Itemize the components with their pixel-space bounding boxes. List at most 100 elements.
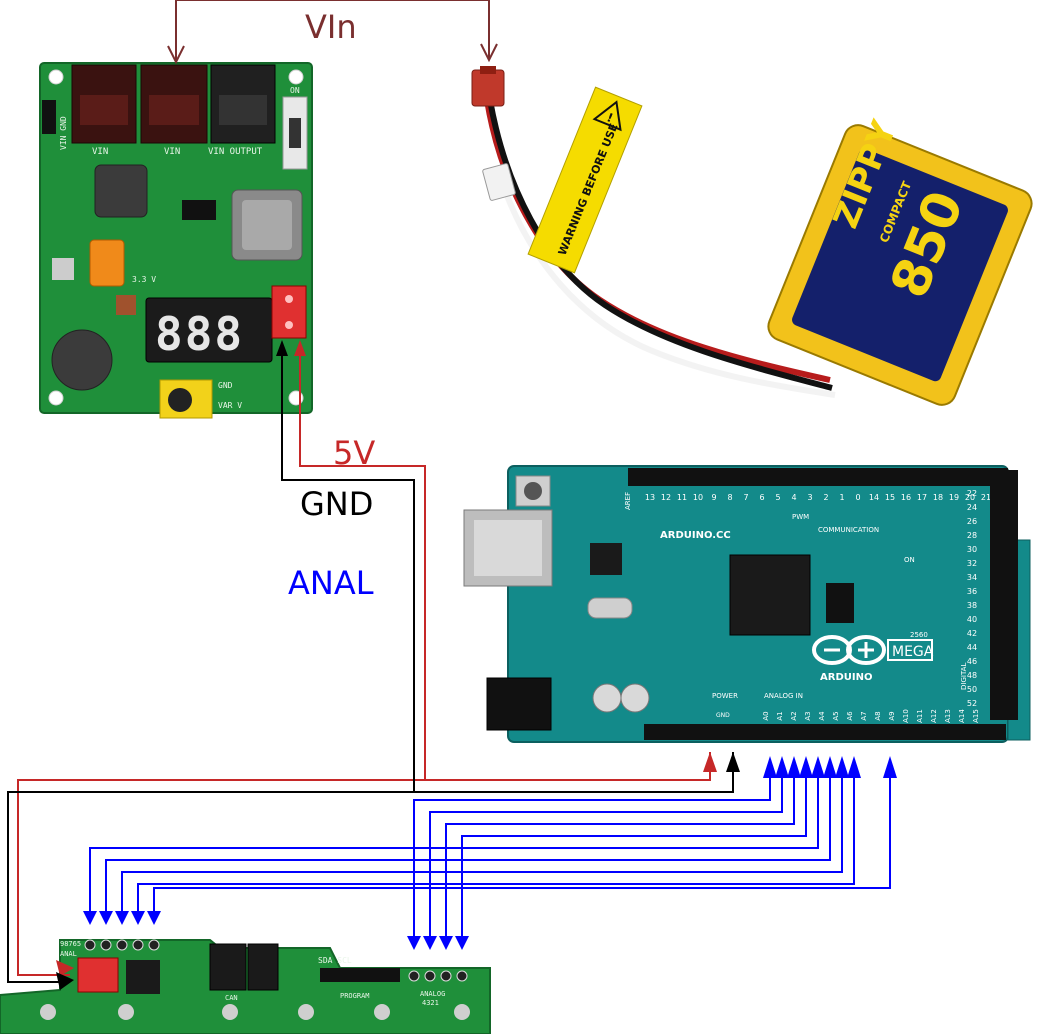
top-pin-label: 9 xyxy=(711,493,716,502)
analog-wire xyxy=(429,775,783,938)
analog-wire xyxy=(413,775,771,938)
right-header-label: 4321 xyxy=(422,999,439,1007)
analog-pin-label: A5 xyxy=(832,711,840,720)
analog-wire xyxy=(121,775,843,913)
vin-wire xyxy=(167,0,498,65)
analog-arrow-sensor xyxy=(423,936,437,950)
analog-pin-label: A0 xyxy=(762,711,770,720)
digital-pin-label: 28 xyxy=(967,531,977,540)
lipo-battery: ! WARNING BEFORE USE ZIPPY COMPACT 850 xyxy=(471,66,1033,406)
top-pin-label: 14 xyxy=(869,493,879,502)
power-board: VIN VIN VIN OUTPUT ON VIN GND 3.3 V 888 … xyxy=(39,62,313,419)
analog-wire xyxy=(137,775,855,913)
arduino-model-number: 2560 xyxy=(910,631,928,639)
analog-arrow-sensor xyxy=(439,936,453,950)
analog-in-label: ANALOG IN xyxy=(764,692,803,700)
sensor-board: 98765 ANAL CAN SDA SCL PROGRAM ANALOG 43… xyxy=(0,939,491,1034)
analog-arrow-sensor xyxy=(407,936,421,950)
analog-pin-label: A3 xyxy=(804,711,812,720)
left-header-sub: ANAL xyxy=(60,950,77,958)
analog-wire xyxy=(89,775,819,913)
analog-arrow-arduino xyxy=(835,756,849,778)
rail-label: 3.3 V xyxy=(132,275,156,284)
top-pin-label: 19 xyxy=(949,493,959,502)
analog-arrow-arduino xyxy=(763,756,777,778)
top-pin-label: 12 xyxy=(661,493,671,502)
pwm-label: PWM xyxy=(792,513,809,521)
left-header-label: 98765 xyxy=(60,940,81,948)
top-pin-label: 2 xyxy=(823,493,828,502)
digital-pin-label: 32 xyxy=(967,559,977,568)
top-pin-label: 8 xyxy=(727,493,732,502)
analog-wire xyxy=(445,775,795,938)
gnd-pcb-label: GND xyxy=(218,381,233,390)
side-label: VIN GND xyxy=(59,116,68,150)
analog-arrow-sensor xyxy=(131,911,145,925)
analog-wire xyxy=(105,775,831,913)
top-pin-label: 20 xyxy=(965,493,975,502)
left-header xyxy=(84,939,160,951)
analog-pin-label: A14 xyxy=(958,709,966,723)
five-v-label: 5V xyxy=(333,434,375,472)
analog-arrow-arduino xyxy=(883,756,897,778)
analog-pin-label: A12 xyxy=(930,709,938,723)
gnd-label-main: GND xyxy=(300,485,373,523)
svg-text:!: ! xyxy=(605,110,615,125)
power-label: POWER xyxy=(712,692,738,700)
arduino-model: MEGA xyxy=(892,644,934,660)
top-pin-label: 17 xyxy=(917,493,927,502)
analog-arrow-sensor xyxy=(83,911,97,925)
analog-arrow-sensor xyxy=(115,911,129,925)
on-led-label: ON xyxy=(904,556,915,564)
analog-pin-label: A11 xyxy=(916,709,924,723)
digital-pin-label: 22 xyxy=(967,489,977,498)
analog-arrow-sensor xyxy=(455,936,469,950)
analog-pin-label: A15 xyxy=(972,709,980,723)
digital-pin-label: 24 xyxy=(967,503,977,512)
varv-pcb-label: VAR V xyxy=(218,401,242,410)
arduino-site: ARDUINO.CC xyxy=(660,530,731,541)
i2c-label: SDA SCL xyxy=(318,956,352,965)
digital-pin-label: 42 xyxy=(967,629,977,638)
analog-pin-label: A2 xyxy=(790,711,798,720)
analog-pin-label: A8 xyxy=(874,711,882,720)
analog-arrow-arduino xyxy=(775,756,789,778)
program-label: PROGRAM xyxy=(340,992,370,1000)
analog-pin-label: A13 xyxy=(944,709,952,723)
arduino-infinity-logo xyxy=(812,635,886,665)
top-pin-label: 15 xyxy=(885,493,895,502)
pin-label-vin-2: VIN xyxy=(164,147,180,157)
analog-pin-label: A7 xyxy=(860,711,868,720)
digital-pin-label: 36 xyxy=(967,587,977,596)
analog-label-main: ANAL xyxy=(288,564,374,602)
top-pin-label: 21 xyxy=(981,493,991,502)
analog-arrow-arduino xyxy=(823,756,837,778)
analog-pin-label: A1 xyxy=(776,711,784,720)
top-pin-label: 10 xyxy=(693,493,703,502)
gnd-label: GND xyxy=(716,712,730,719)
analog-arrow-sensor xyxy=(147,911,161,925)
digital-pin-label: 38 xyxy=(967,601,977,610)
analog-arrow-sensor xyxy=(99,911,113,925)
digital-pin-label: 26 xyxy=(967,517,977,526)
top-pin-label: 6 xyxy=(759,493,764,502)
top-pin-label: 16 xyxy=(901,493,911,502)
can-label: CAN xyxy=(225,994,238,1002)
digital-pin-label: 46 xyxy=(967,657,977,666)
digital-pin-label: 34 xyxy=(967,573,977,582)
analog-pin-label: A9 xyxy=(888,711,896,720)
arduino-brand: ARDUINO xyxy=(820,672,872,683)
top-pin-label: 4 xyxy=(791,493,796,502)
pin-label-vin-1: VIN xyxy=(92,147,108,157)
analog-arrow-arduino xyxy=(811,756,825,778)
analog-pin-label: A4 xyxy=(818,711,826,721)
comm-label: COMMUNICATION xyxy=(818,526,879,534)
analog-arrow-arduino xyxy=(847,756,861,778)
top-pin-label: 18 xyxy=(933,493,943,502)
analog-wire xyxy=(153,775,891,913)
top-pin-label: 7 xyxy=(743,493,748,502)
